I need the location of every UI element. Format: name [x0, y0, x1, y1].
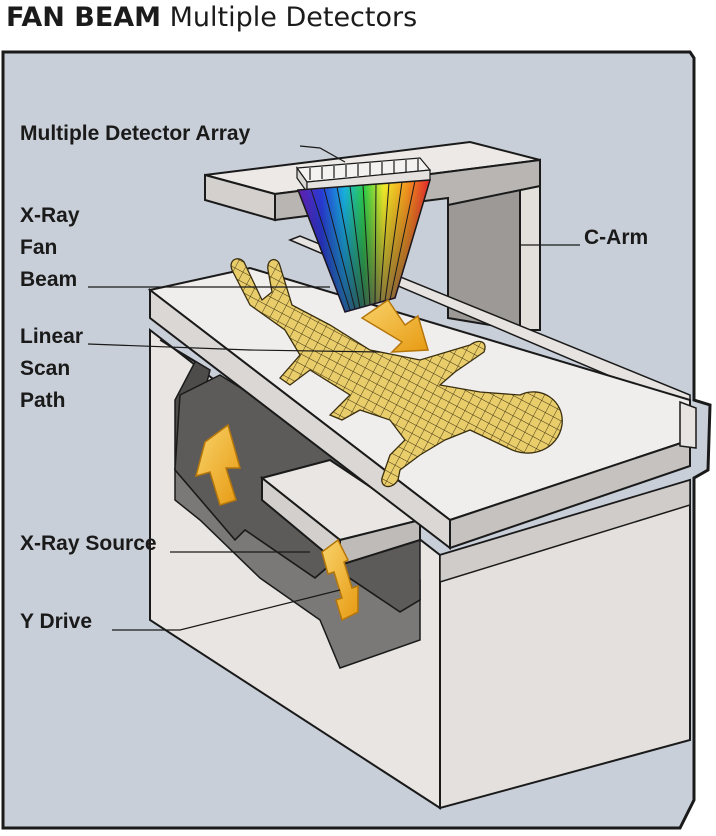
label-y-drive: Y Drive [20, 610, 92, 633]
label-fan-beam-line3: Beam [20, 268, 78, 291]
leader-y-drive [112, 589, 341, 631]
label-xray-source: X-Ray Source [20, 532, 157, 555]
label-scan-path-line3: Path [20, 389, 66, 412]
label-fan-beam: X-Ray Fan Beam [20, 200, 80, 296]
patient-body [230, 258, 563, 488]
title-rest: Multiple Detectors [169, 2, 418, 33]
label-fan-beam-line1: X-Ray [20, 204, 80, 227]
title-bold: FAN BEAM [6, 2, 162, 33]
label-scan-path-line1: Linear [20, 325, 84, 348]
diagram-title: FAN BEAM Multiple Detectors [6, 2, 417, 33]
scan-path-arrow [360, 298, 429, 353]
label-fan-beam-line2: Fan [20, 236, 58, 259]
leader-detector-array [299, 145, 346, 163]
label-detector-array: Multiple Detector Array [20, 122, 251, 145]
y-drive-arrow [321, 538, 359, 622]
source-direction-arrow [194, 423, 241, 506]
label-scan-path: Linear Scan Path [20, 321, 83, 417]
label-c-arm: C-Arm [584, 226, 649, 249]
label-scan-path-line2: Scan [20, 357, 71, 380]
leader-scan-path [87, 343, 381, 353]
